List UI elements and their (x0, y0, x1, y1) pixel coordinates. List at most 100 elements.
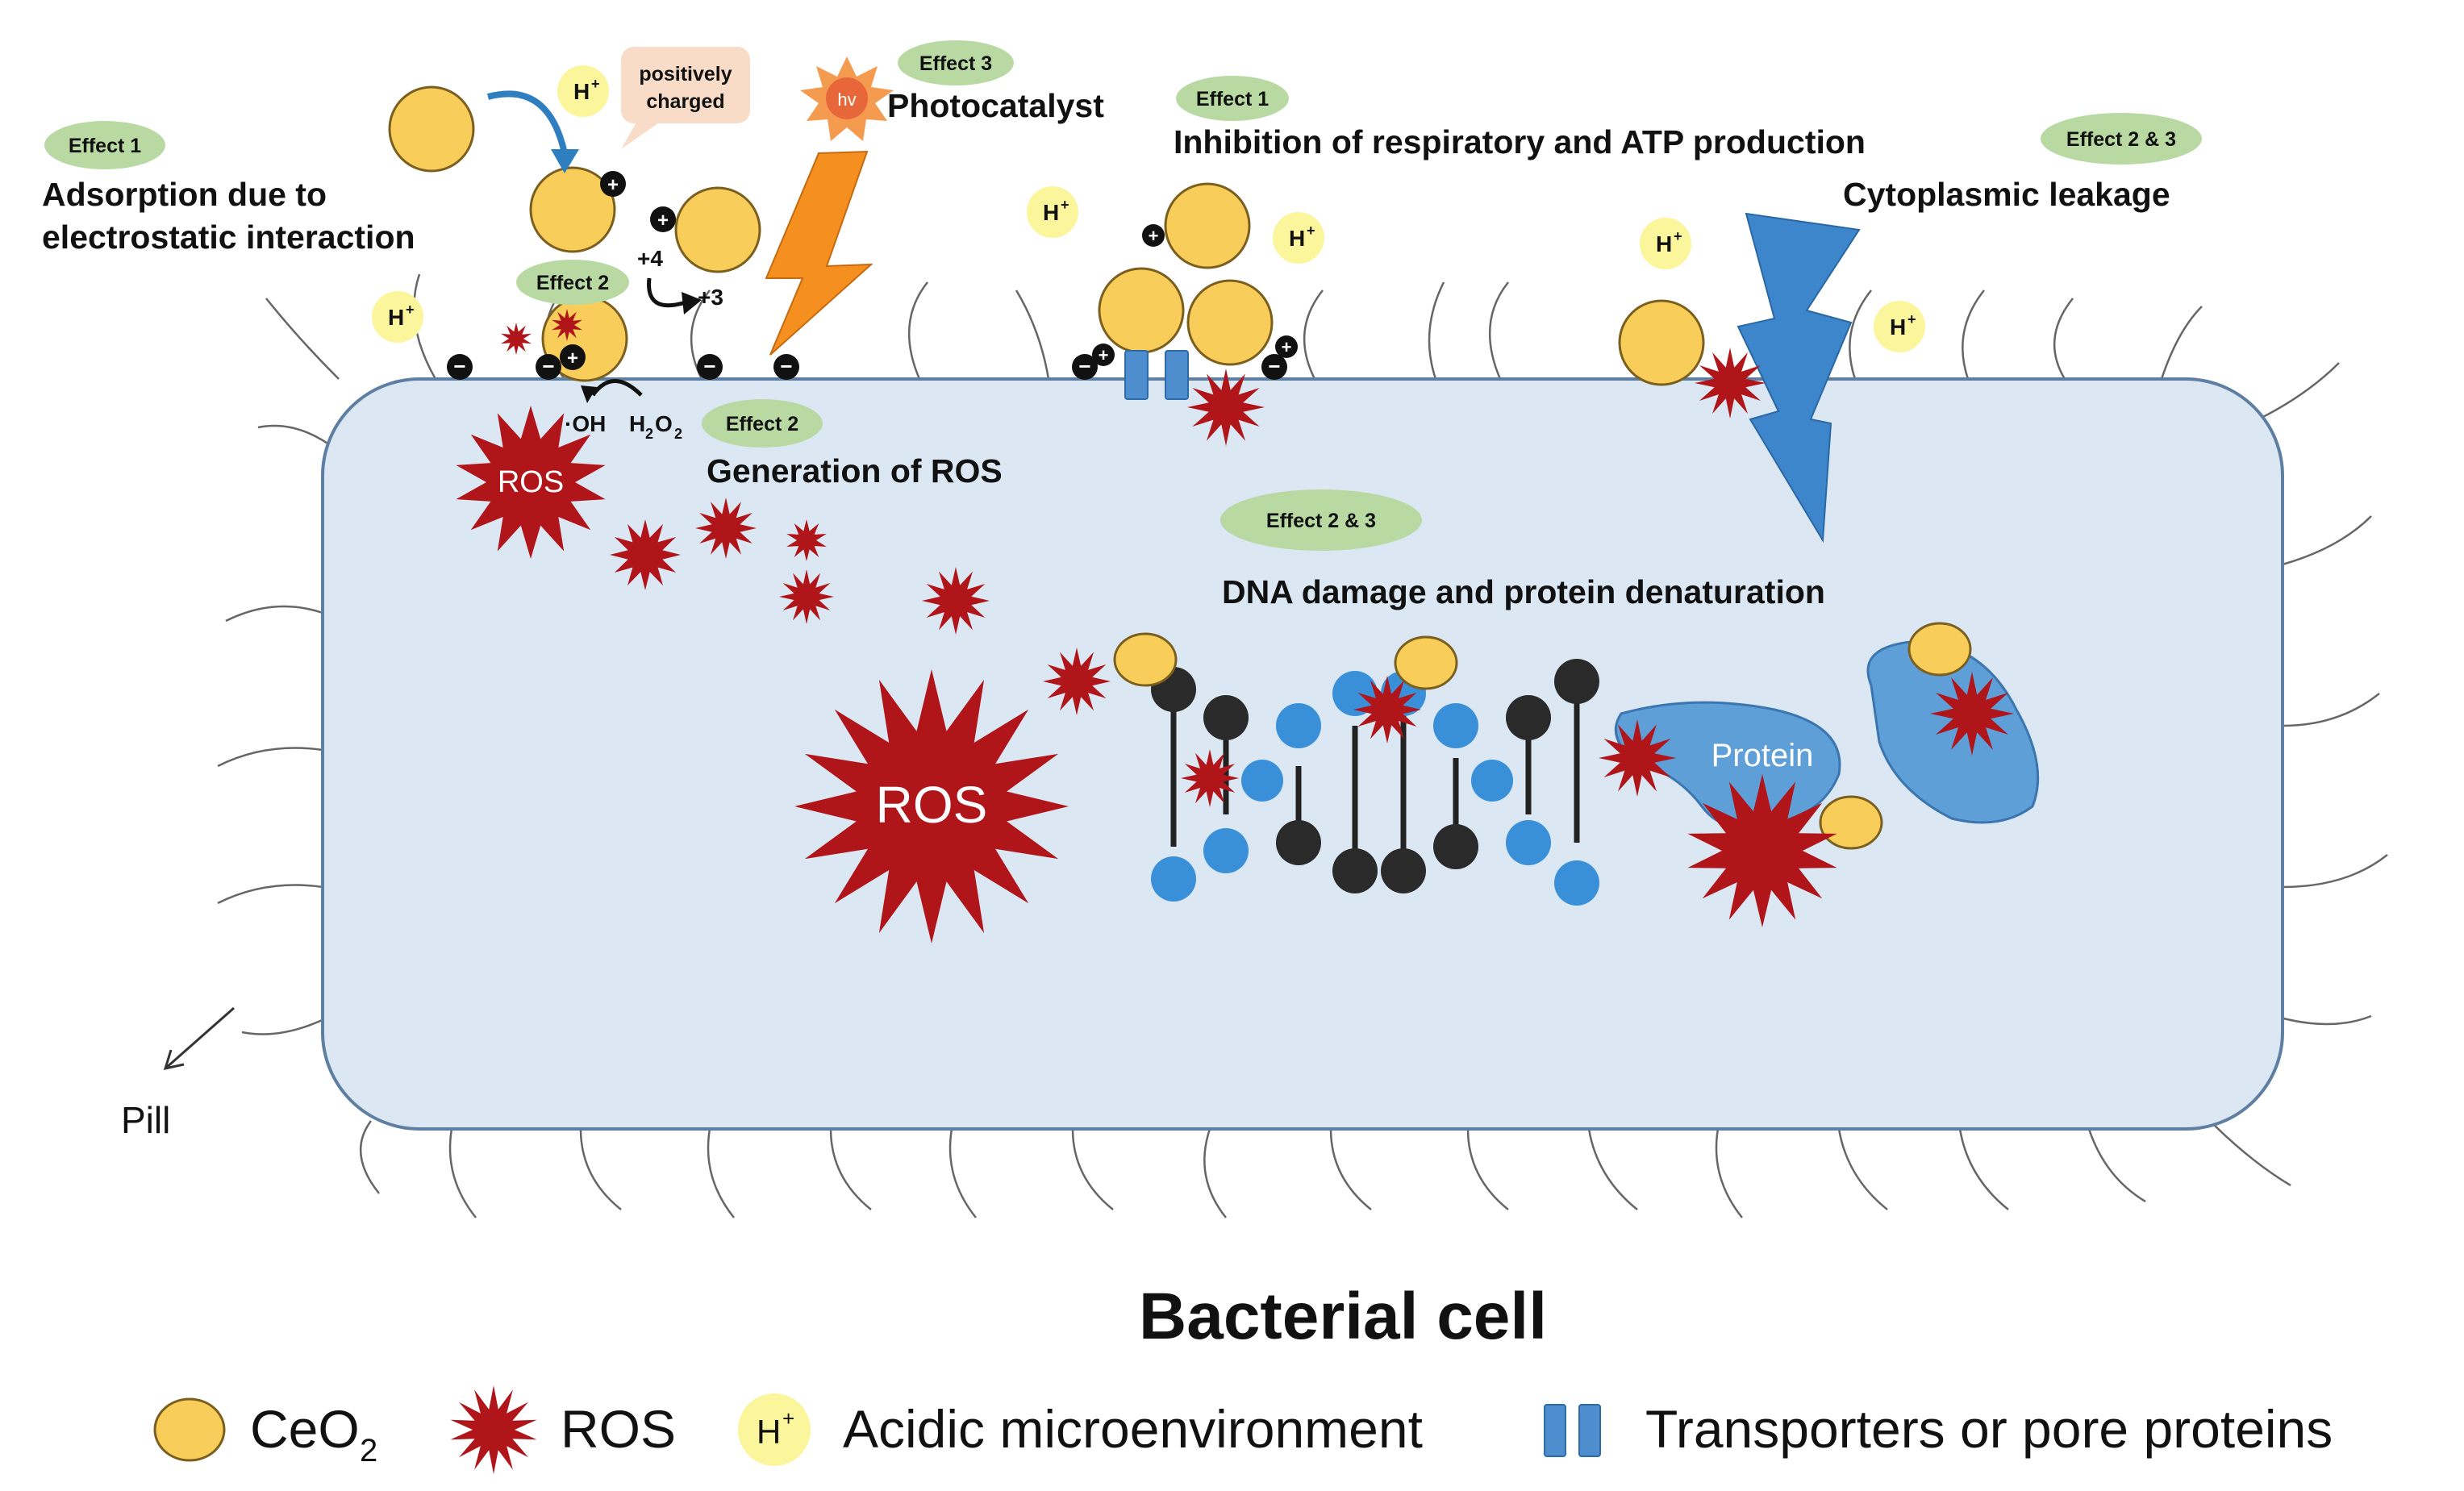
bacterial-cell-title: Bacterial cell (1139, 1280, 1547, 1353)
ros-starburst (1187, 369, 1265, 446)
dna-damage-title: DNA damage and protein denaturation (1222, 573, 1825, 610)
ros-starburst (501, 323, 532, 355)
legend-transporter-swatch (1578, 1404, 1601, 1457)
svg-text:charged: charged (646, 90, 724, 113)
pill-label: Pill (121, 1099, 170, 1141)
dna-nucleotides (1151, 659, 1599, 906)
adsorption-title-line1: Adsorption due to (42, 176, 327, 213)
ceo2-particles-adsorption (388, 85, 761, 382)
ros-starburst (786, 519, 827, 561)
ceo2-particle (1098, 267, 1185, 354)
svg-text:+: + (1099, 345, 1109, 365)
effect23-badge-right (2041, 113, 2202, 165)
svg-text:hv: hv (837, 90, 856, 110)
ros-starburst (552, 309, 582, 341)
ros-starburst (794, 669, 1069, 943)
hplus-ion: H + (1273, 212, 1324, 264)
svg-text:+: + (1674, 228, 1682, 244)
dna-base-dark (1332, 848, 1378, 893)
pill-pointer (163, 1006, 235, 1071)
ros-starburst (1043, 648, 1111, 715)
legend-hplus-swatch (738, 1393, 811, 1466)
ros-starburst (456, 406, 606, 559)
ros-starburst (1181, 749, 1239, 807)
charge-markers-mid: + − + + − (1072, 224, 1298, 380)
ros-layer (456, 309, 2014, 943)
ceo2-on-protein (1819, 622, 1972, 850)
ceo2-particle (1394, 635, 1458, 690)
legend-transporters-label: Transporters or pore proteins (1645, 1399, 2333, 1459)
svg-text:−: − (1078, 354, 1090, 378)
svg-text:−: − (453, 354, 465, 378)
dna-base-blue (1151, 856, 1196, 902)
effect2-badge-ros (702, 399, 823, 448)
svg-text:+: + (406, 302, 415, 318)
oxidation-plus4: +4 (637, 246, 663, 271)
svg-text:−: − (542, 354, 554, 378)
negative-charge-marker: − (1072, 354, 1098, 380)
ceo2-particle (674, 186, 761, 273)
legend-transporter-swatch (1544, 1404, 1566, 1457)
charge-markers: + + + − − − − (447, 171, 799, 380)
ros-label-big: ROS (876, 776, 988, 834)
legend-item-ceo2: CeO 2 (153, 1397, 377, 1468)
svg-text:+: + (1307, 223, 1315, 239)
ceo2-particle (1907, 622, 1972, 677)
dna-base-blue (1471, 760, 1513, 802)
legend-ros-starburst (450, 1385, 537, 1474)
cytoplasmic-title: Cytoplasmic leakage (1843, 176, 2170, 213)
hplus-ion: H + (557, 65, 609, 117)
svg-text:H: H (573, 79, 590, 104)
legend-item-ros: ROS (450, 1385, 676, 1474)
legend-ceo2-subscript: 2 (360, 1433, 377, 1468)
dna-base-dark (1381, 848, 1426, 893)
dna-base-dark (1433, 824, 1478, 869)
protein-label: Protein (1711, 738, 1814, 773)
negative-charge-marker: − (536, 354, 561, 380)
ros-starburst (1930, 672, 2014, 756)
negative-charge-marker: − (447, 354, 473, 380)
effect23-badge-mid (1220, 489, 1422, 551)
svg-text:H: H (1656, 231, 1672, 256)
sun-icon: hv (800, 56, 894, 141)
ceo2-particle (1113, 632, 1178, 687)
svg-text:−: − (703, 354, 715, 378)
svg-text:+: + (567, 348, 578, 369)
ros-starburst (779, 569, 834, 624)
h2o2-label: H 2 O 2 (629, 411, 682, 442)
ceo2-particle (1164, 182, 1251, 269)
ceo2-particle (388, 85, 475, 173)
effect1-badge-mid-text: Effect 1 (1196, 88, 1269, 110)
ceo2-particle (1618, 299, 1705, 386)
positive-charge-marker: + (650, 206, 676, 232)
legend-ros-swatch (450, 1385, 537, 1474)
effect2-badge-ros-text: Effect 2 (726, 413, 798, 435)
transporter-pore (1124, 350, 1189, 400)
adsorption-title-line2: electrostatic interaction (42, 219, 415, 256)
ros-starburst (1353, 676, 1421, 743)
dna-base-blue (1241, 760, 1283, 802)
hplus-ion: H + (1027, 186, 1078, 238)
dna-base-blue (1332, 671, 1378, 716)
svg-text:positively: positively (639, 63, 732, 85)
positive-charge-marker: + (1275, 335, 1298, 358)
positive-charge-marker: + (1092, 344, 1115, 366)
ros-starburst (1687, 774, 1837, 927)
lightning-blue-icon (1736, 212, 1861, 544)
svg-text:+: + (1282, 337, 1292, 357)
svg-text:H: H (757, 1413, 781, 1451)
legend: CeO 2 ROS H + Acidic microenvironment Tr… (153, 1385, 2333, 1474)
legend-ceo2-swatch (153, 1397, 226, 1462)
pili (217, 273, 2388, 1218)
effect2-badge-top (516, 260, 629, 305)
svg-text:−: − (780, 354, 792, 378)
svg-text:O: O (655, 411, 673, 436)
svg-text:2: 2 (674, 426, 682, 442)
svg-text:−: − (1268, 354, 1280, 378)
dna-base-blue (1276, 703, 1321, 748)
transfer-arrow-head (551, 149, 579, 173)
redox-arrow (647, 277, 686, 308)
positive-charge-marker: + (600, 171, 626, 197)
inhibition-title: Inhibition of respiratory and ATP produc… (1174, 123, 1866, 160)
